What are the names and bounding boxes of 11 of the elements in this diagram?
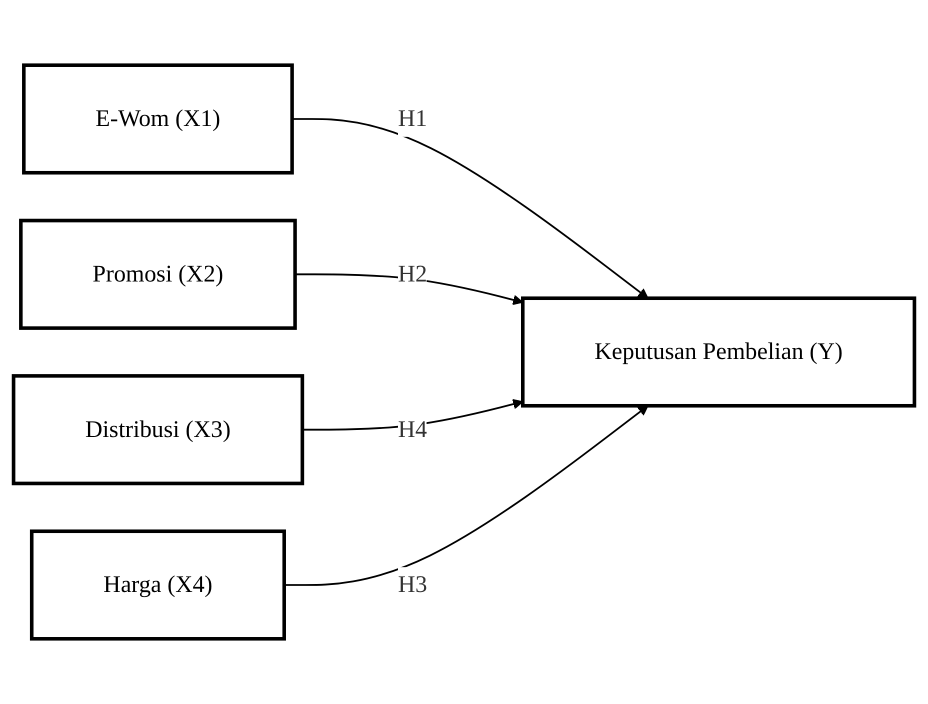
node-box: E-Wom (X1) bbox=[22, 63, 294, 175]
edge-label: H3 bbox=[398, 572, 428, 598]
node-box: Distribusi (X3) bbox=[12, 374, 304, 486]
node-box: Harga (X4) bbox=[30, 529, 286, 641]
edge-label: H4 bbox=[398, 416, 428, 443]
node-box: Promosi (X2) bbox=[19, 218, 297, 330]
node-box: Keputusan Pembelian (Y) bbox=[521, 296, 916, 408]
edge-label: H2 bbox=[398, 261, 428, 288]
edge-label: H1 bbox=[398, 106, 428, 132]
arrow bbox=[292, 118, 648, 299]
arrow bbox=[284, 405, 648, 586]
